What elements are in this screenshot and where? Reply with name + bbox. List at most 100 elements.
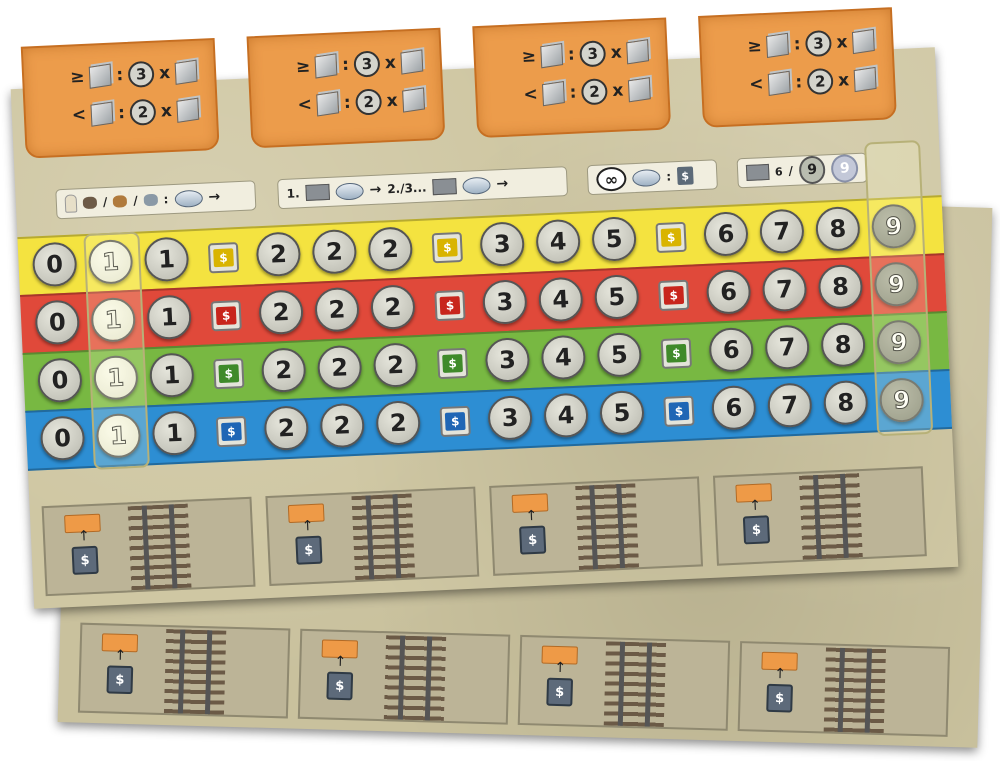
space[interactable]: 2 <box>260 347 307 394</box>
times-symbol: x <box>610 42 623 63</box>
space[interactable]: 8 <box>817 263 864 310</box>
scoring-tab-2: ≥ : 3 x < : 2 x <box>246 27 446 149</box>
space[interactable]: 2 <box>372 342 419 389</box>
cube-icon <box>174 59 198 85</box>
space[interactable]: 8 <box>822 379 869 426</box>
space[interactable]: 0 <box>39 415 86 462</box>
space[interactable]: 5 <box>596 331 643 378</box>
bonus-space[interactable]: $ <box>215 415 248 448</box>
space[interactable]: 3 <box>484 337 531 383</box>
space[interactable]: 0 <box>31 241 78 288</box>
rails-icon <box>351 493 416 581</box>
rails-icon <box>799 473 863 560</box>
space[interactable]: 6 <box>703 210 749 257</box>
space[interactable]: 3 <box>487 394 534 441</box>
space[interactable]: 3 <box>479 221 526 268</box>
separator: / <box>132 193 138 208</box>
space[interactable]: 6 <box>705 268 752 315</box>
space[interactable]: 4 <box>543 392 590 439</box>
infinity-icon: ∞ <box>595 166 627 192</box>
space[interactable]: 1 <box>146 294 193 341</box>
cash-icon: $ <box>326 671 354 701</box>
space[interactable]: 7 <box>761 266 808 313</box>
compare-symbol: ≥ <box>69 66 85 88</box>
back-slot-2: ↑ $ <box>297 628 511 725</box>
factory-count: 6 <box>774 164 783 179</box>
space[interactable]: 5 <box>599 389 645 436</box>
rails-icon <box>823 647 886 734</box>
space[interactable]: 2 <box>367 226 414 273</box>
space[interactable]: 2 <box>314 286 360 333</box>
bonus-space[interactable]: $ <box>210 300 242 332</box>
space[interactable]: 6 <box>708 326 755 373</box>
bonus-space[interactable]: $ <box>658 279 690 312</box>
space[interactable]: 2 <box>263 405 310 452</box>
cube-icon <box>851 28 875 55</box>
bonus-space[interactable]: $ <box>436 347 469 380</box>
column-highlight-1 <box>83 231 150 470</box>
space[interactable]: 6 <box>710 384 757 431</box>
space[interactable]: 7 <box>766 382 813 429</box>
tab-line-lt: < : 2 x <box>71 97 200 129</box>
colon: : <box>666 169 672 184</box>
space[interactable]: 1 <box>143 236 190 283</box>
bonus-space[interactable]: $ <box>655 221 687 254</box>
back-slot-3: ↑ $ <box>517 634 731 731</box>
rails-icon <box>575 483 640 570</box>
space[interactable]: 4 <box>540 334 587 381</box>
scoring-tab-1: ≥ : 3 x < : 2 x <box>20 37 220 159</box>
space[interactable]: 2 <box>255 231 302 278</box>
cash-icon: $ <box>742 515 771 545</box>
dollar-icon: $ <box>676 166 694 186</box>
times-symbol: x <box>158 63 171 84</box>
cube-icon <box>402 87 426 113</box>
space[interactable]: 7 <box>758 208 805 255</box>
dollar-icon: $ <box>218 364 240 384</box>
cube-icon <box>853 66 877 93</box>
space[interactable]: 4 <box>535 218 582 265</box>
bonus-space[interactable]: $ <box>434 289 466 322</box>
space[interactable]: 8 <box>820 321 867 368</box>
back-slot-4: ↑ $ <box>737 641 951 737</box>
bonus-space[interactable]: $ <box>213 357 245 390</box>
space[interactable]: 8 <box>814 205 861 252</box>
tab-line-ge: ≥ : 3 x <box>521 38 650 70</box>
bonus-space[interactable]: $ <box>207 242 240 274</box>
space[interactable]: 1 <box>148 352 195 399</box>
bonus-space[interactable]: $ <box>663 395 695 427</box>
disc-icon <box>335 181 364 201</box>
cash-icon: $ <box>519 525 547 555</box>
multiplier-circle: 3 <box>127 60 155 88</box>
space[interactable]: 5 <box>593 273 640 320</box>
space[interactable]: 1 <box>151 410 198 457</box>
space[interactable]: 4 <box>537 276 584 323</box>
space[interactable]: 2 <box>258 289 305 336</box>
cube-icon <box>316 91 340 117</box>
scoring-tab-3: ≥ : 3 x < : 2 x <box>472 17 672 139</box>
rails-icon <box>383 635 447 721</box>
tab-line-lt: < : 2 x <box>297 86 426 118</box>
space[interactable]: 2 <box>319 402 366 449</box>
disc-icon <box>174 189 203 208</box>
dollar-icon: $ <box>663 285 685 305</box>
compare-symbol: < <box>297 94 313 116</box>
space[interactable]: 0 <box>34 299 81 346</box>
space[interactable]: 7 <box>764 324 811 371</box>
space[interactable]: 3 <box>481 279 528 326</box>
arrow-up-icon: ↑ <box>774 666 787 683</box>
space[interactable]: 2 <box>375 400 422 446</box>
next-label: 2./3... <box>386 180 427 197</box>
arrow-up-icon: ↑ <box>748 497 762 515</box>
space[interactable]: 5 <box>591 216 638 263</box>
times-symbol: x <box>611 80 624 101</box>
bonus-space[interactable]: $ <box>660 337 693 369</box>
multiplier-circle: 3 <box>804 29 833 58</box>
bonus-space[interactable]: $ <box>431 231 463 264</box>
bonus-space[interactable]: $ <box>439 405 471 438</box>
space[interactable]: 2 <box>316 344 363 391</box>
space[interactable]: 2 <box>369 284 416 331</box>
times-symbol: x <box>160 100 173 122</box>
space[interactable]: 0 <box>36 357 83 404</box>
space[interactable]: 2 <box>311 228 358 275</box>
disc-icon <box>462 176 491 195</box>
